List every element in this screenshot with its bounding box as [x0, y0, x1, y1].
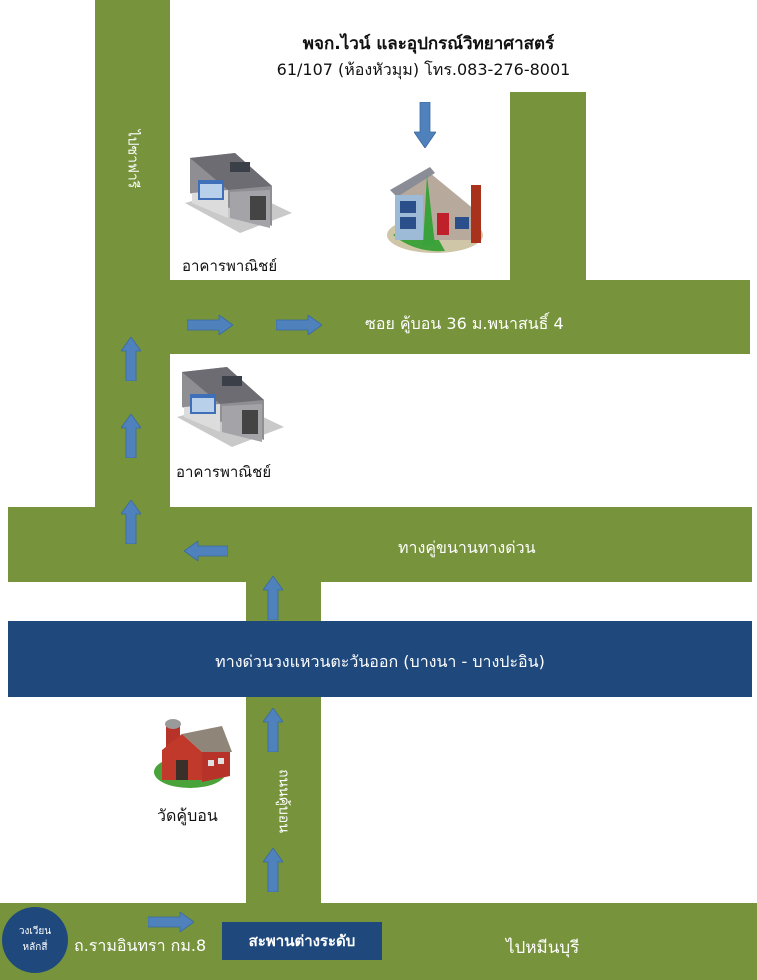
arrow-up-icon — [263, 708, 283, 752]
arrow-up-icon — [121, 414, 141, 458]
frontage-road-label: ทางคู่ขนานทางด่วน — [398, 538, 536, 557]
expressway-label: ทางด่วนวงแหวนตะวันออก (บางนา - บางปะอิน) — [215, 652, 545, 671]
arrow-right-icon — [276, 315, 322, 335]
arrow-up-icon — [263, 848, 283, 892]
arrow-up-icon — [121, 337, 141, 381]
commercial-building-2-label: อาคารพาณิชย์ — [176, 463, 272, 481]
commercial-building-1-label: อาคารพาณิชย์ — [182, 257, 278, 275]
road-soi-khu-bon — [170, 280, 750, 354]
road-khu-bon-lower — [246, 697, 321, 907]
soi-khu-bon-label: ซอย คู้บอน 36 ม.พนาสนธิ์ 4 — [365, 314, 564, 333]
roundabout-laksi: วงเวียน หลักสี่ — [2, 907, 68, 973]
roundabout-line1: วงเวียน — [18, 926, 52, 937]
wat-khu-bon-label: วัดคู้บอน — [157, 806, 218, 825]
expressway — [8, 621, 752, 697]
arrow-left-icon — [184, 541, 228, 561]
roundabout-line2: หลักสี่ — [22, 942, 48, 953]
barn-temple-icon — [154, 719, 232, 788]
flyover-label: สะพานต่างระดับ — [248, 932, 356, 950]
road-khu-bon-upper — [246, 580, 321, 622]
arrow-down-icon — [414, 102, 436, 148]
road-soi-right-branch — [510, 92, 586, 282]
shop-house-icon — [387, 167, 483, 253]
ram-inthra-label: ถ.รามอินทรา กม.8 — [74, 936, 207, 955]
arrow-right-icon — [148, 912, 194, 932]
arrow-right-icon — [187, 315, 233, 335]
road-frontage — [8, 507, 752, 582]
arrow-up-icon — [121, 500, 141, 544]
commercial-building-icon — [177, 367, 284, 447]
to-safari-label: ไปซาฟารี — [124, 129, 141, 189]
to-min-buri-label: ไปหมีนบุรี — [506, 938, 580, 958]
commercial-building-icon — [185, 153, 292, 233]
flyover-box: สะพานต่างระดับ — [222, 922, 382, 960]
khu-bon-road-label: ถนนคู้บอน — [275, 769, 292, 833]
shop-name: พจก.ไวน์ และอุปกรณ์วิทยาศาสตร์ — [302, 34, 555, 54]
shop-address: 61/107 (ห้องหัวมุม) โทร.083-276-8001 — [276, 60, 571, 79]
arrow-up-icon — [263, 576, 283, 620]
